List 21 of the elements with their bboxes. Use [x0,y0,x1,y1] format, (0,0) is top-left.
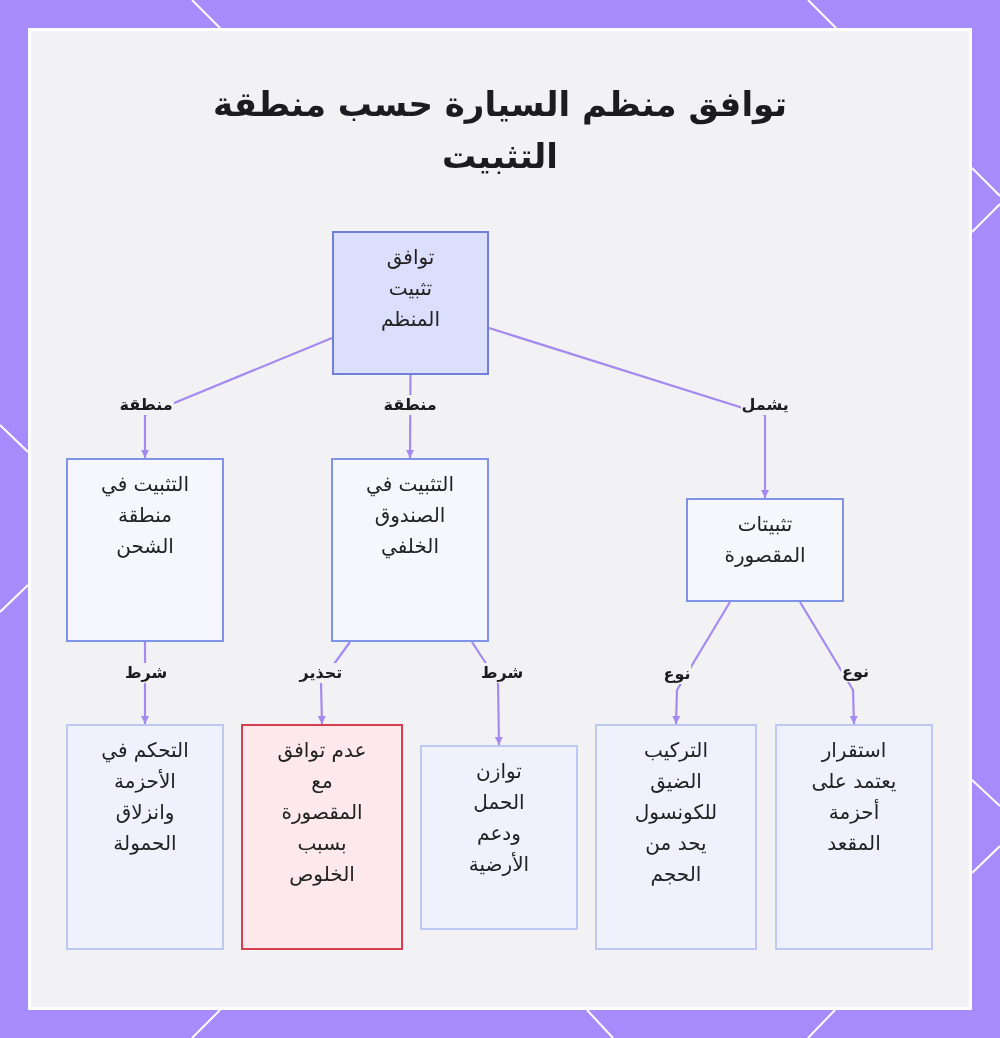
edge-label: منطقة [382,395,438,415]
edge-label: منطقة [118,395,174,415]
branch-box: التثبيت في منطقة الشحن [66,458,224,642]
arrow [799,601,858,725]
edge-label: تحذير [298,663,344,683]
edge-label: يشمل [740,395,790,415]
leaf-box: استقرار يعتمد على أحزمة المقعد [775,724,933,950]
arrow [141,337,333,458]
edge-label: شرط [124,663,169,683]
leaf-box: التركيب الضيق للكونسول يحد من الحجم [595,724,757,950]
leaf-box: توازن الحمل ودعم الأرضية [420,745,578,930]
branch-box: تثبيتات المقصورة [686,498,844,602]
warning-box: عدم توافق مع المقصورة بسبب الخلوص [241,724,403,950]
root-box: توافق تثبيت المنظم [332,231,489,375]
arrow [488,326,769,498]
edge-label: نوع [662,664,692,684]
leaf-box: التحكم في الأحزمة وانزلاق الحمولة [66,724,224,950]
branch-box: التثبيت في الصندوق الخلفي [331,458,489,642]
edge-label: شرط [480,663,525,683]
title: توافق منظم السيارة حسب منطقة التثبيت [211,83,789,178]
arrow [672,601,731,725]
